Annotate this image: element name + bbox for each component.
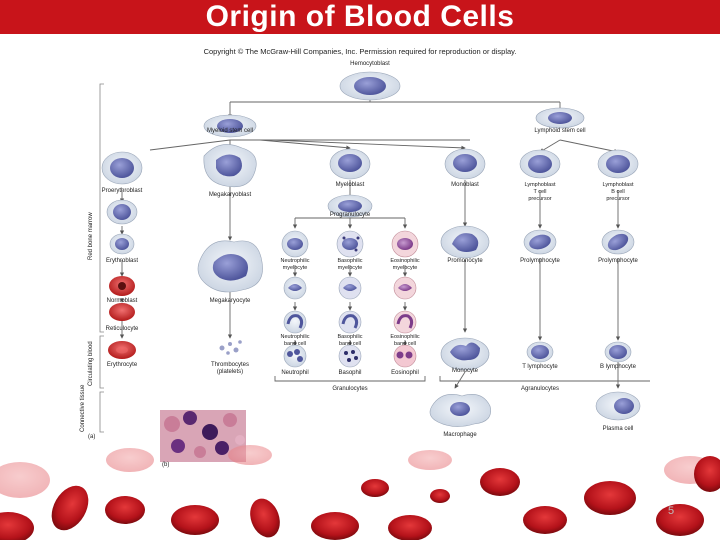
title-bar [0, 0, 720, 34]
red-blood-cell-footer [0, 440, 720, 544]
prolymphocyte-b-label: Prolymphocyte [598, 258, 638, 264]
myeloblast-label: Myeloblast [336, 182, 365, 188]
neutrophilic-metamyelocyte-cell [283, 276, 307, 300]
prolymphocyte-t-label: Prolymphocyte [520, 258, 560, 264]
megakaryoblast-label: Megakaryoblast [209, 192, 252, 198]
basophilic-myelocyte-cell [336, 230, 364, 258]
neutrophil-cell [283, 344, 307, 368]
eosinophilic-myelocyte-label-2: myelocyte [393, 265, 418, 271]
thrombocytes-cells [219, 340, 242, 355]
basophilic-band-label-1: Basophilic [337, 334, 362, 340]
megakaryocyte-label: Megakaryocyte [210, 298, 251, 304]
thrombocytes-label-1: Thrombocytes [211, 362, 249, 368]
slide-number: 5 [668, 505, 675, 517]
myeloblast-cell [329, 148, 371, 180]
panel-b-label: (b) [162, 462, 169, 468]
eosinophilic-band-cell [393, 310, 417, 334]
side-label-marrow: Red bone marrow [88, 212, 94, 260]
eosinophilic-band-label-1: Eosinophilic [390, 334, 420, 340]
erythrocyte-cell [108, 341, 136, 359]
lymphoblast-b-cell [597, 149, 639, 179]
megakaryoblast-cell [203, 144, 257, 188]
promonocyte-cell [440, 225, 490, 259]
neutrophilic-band-label-1: Neutrophilic [280, 334, 309, 340]
copyright-note: Copyright © The McGraw-Hill Companies, I… [204, 47, 517, 56]
erythroblast-label: Erythroblast [106, 258, 138, 264]
reticulocyte-label: Reticulocyte [106, 326, 139, 332]
eosinophil-label: Eosinophil [391, 370, 419, 376]
t-lymphocyte-cell [526, 341, 554, 363]
lymphoblast-t-label-1: Lymphoblast [525, 182, 556, 188]
neutrophil-label: Neutrophil [281, 370, 308, 376]
basophil-label: Basophil [338, 370, 361, 376]
neutrophilic-myelocyte-cell [281, 230, 309, 258]
megakaryocyte-cell [197, 240, 263, 293]
neutrophilic-band-cell [283, 310, 307, 334]
lymphoblast-b-label-1: Lymphoblast [603, 182, 634, 188]
proerythroblast-label: Proerythroblast [102, 188, 143, 194]
erythroblast-2-cell [109, 233, 135, 255]
monoblast-cell [444, 148, 486, 180]
basophil-cell [338, 344, 362, 368]
prolymphocyte-b-cell [601, 229, 635, 255]
monocyte-label: Monocyte [452, 368, 479, 374]
side-label-connective: Connective tissue [80, 384, 86, 432]
basophilic-metamyelocyte-cell [338, 276, 362, 300]
erythrocyte-label: Erythrocyte [107, 362, 138, 368]
basophilic-band-cell [338, 310, 362, 334]
plasma-cell-label: Plasma cell [603, 426, 634, 432]
prolymphocyte-t-cell [523, 229, 557, 255]
plasma-cell [595, 391, 641, 421]
basophilic-myelocyte-label-2: myelocyte [338, 265, 363, 271]
basophilic-band-label-2: band cell [339, 341, 361, 347]
proerythroblast-cell [101, 151, 143, 185]
eosinophilic-myelocyte-cell [391, 230, 419, 258]
erythroblast-cell [106, 199, 138, 225]
neutrophilic-band-label-2: band cell [284, 341, 306, 347]
normoblast-label: Normoblast [107, 298, 138, 304]
normoblast-cell [109, 276, 135, 296]
eosinophilic-metamyelocyte-cell [393, 276, 417, 300]
hemocytoblast-label: Hemocytoblast [350, 61, 390, 67]
b-lymphocyte-label: B lymphocyte [600, 364, 637, 370]
blood-cell-origin-diagram: Copyright © The McGraw-Hill Companies, I… [70, 40, 655, 468]
macrophage-label: Macrophage [443, 432, 477, 438]
eosinophil-cell [393, 344, 417, 368]
lymphoblast-t-label-3: precursor [528, 196, 551, 202]
neutrophilic-myelocyte-label-1: Neutrophilic [280, 258, 309, 264]
eosinophilic-band-label-2: band cell [394, 341, 416, 347]
lymphoblast-b-label-3: precursor [606, 196, 629, 202]
progranulocyte-label: Progranulocyte [330, 212, 371, 218]
slide-title: Origin of Blood Cells [205, 0, 515, 33]
agranulocytes-label: Agranulocytes [521, 386, 559, 392]
b-lymphocyte-cell [604, 341, 632, 363]
lymphoblast-t-label-2: T cell [533, 189, 546, 195]
progranulocyte-cell [327, 194, 373, 218]
lymphoblast-t-cell [519, 149, 561, 179]
basophilic-myelocyte-label-1: Basophilic [337, 258, 362, 264]
promonocyte-label: Promonocyte [447, 258, 483, 264]
lymphoblast-b-label-2: B cell [611, 189, 624, 195]
side-label-blood: Circulating blood [88, 341, 94, 386]
neutrophilic-myelocyte-label-2: myelocyte [283, 265, 308, 271]
monocyte-cell [440, 337, 490, 371]
hemocytoblast-cell [339, 71, 401, 101]
granulocytes-label: Granulocytes [332, 386, 367, 392]
myeloid-stem-cell [203, 114, 257, 138]
lymphoid-stem-label: Lymphoid stem cell [534, 128, 585, 134]
eosinophilic-myelocyte-label-1: Eosinophilic [390, 258, 420, 264]
lineage-lines [119, 88, 655, 389]
panel-a-label: (a) [88, 434, 95, 440]
monoblast-label: Monoblast [451, 182, 479, 188]
macrophage-cell [429, 394, 491, 427]
myeloid-stem-label: Myeloid stem cell [207, 128, 253, 134]
side-bracket [99, 83, 104, 433]
t-lymphocyte-label: T lymphocyte [522, 364, 558, 370]
reticulocyte-cell [109, 303, 135, 321]
thrombocytes-label-2: (platelets) [217, 369, 243, 375]
lymphoid-stem-cell [535, 107, 585, 129]
